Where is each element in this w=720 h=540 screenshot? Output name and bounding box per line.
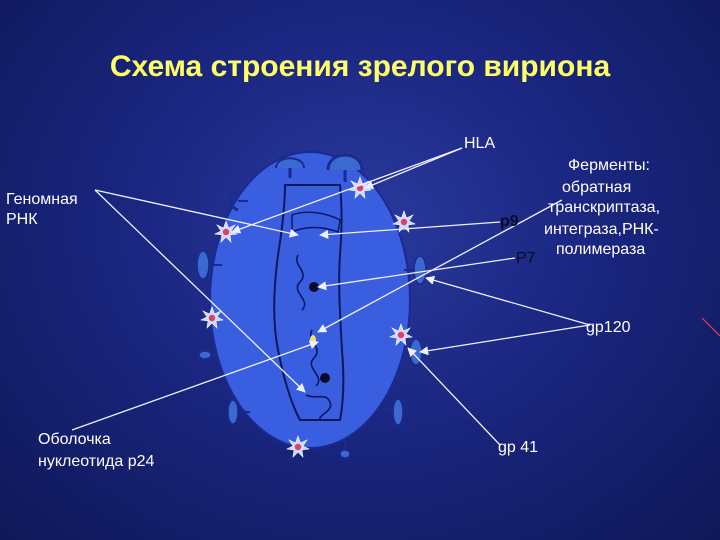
virion-envelope: [209, 151, 411, 449]
hla-spike-center: [326, 153, 364, 182]
hla-spike-left: [275, 157, 305, 178]
gp120-spike-right-1: [404, 255, 427, 285]
gp120-spike-right-3: [384, 398, 404, 426]
arrow-genome-to-rna: [94, 189, 299, 238]
p7-label: P7: [516, 250, 536, 267]
enzymes-label-line4: интеграза,РНК-: [544, 221, 659, 238]
arrow-gp120-upper: [425, 275, 591, 326]
arrow-hla-right: [364, 147, 463, 190]
gp120-spike-left-1: [196, 250, 222, 280]
capsid-outline: [273, 184, 345, 421]
hla-label: HLA: [464, 135, 496, 152]
arrow-hla-left: [231, 147, 463, 234]
p24-particle: [320, 373, 330, 383]
capsid-fold-top: [291, 211, 341, 234]
gp120-spike-right-2: [405, 338, 423, 366]
decor-edge-line: [701, 317, 720, 337]
gp120-spike-left-2: [198, 350, 218, 360]
enzymes-label-line1: Ферменты:: [568, 157, 650, 174]
rna-strand-top: [295, 254, 306, 311]
p7-particle: [309, 282, 319, 292]
arrow-p9: [319, 221, 501, 239]
arrow-gp120-lower: [419, 324, 591, 356]
enzymes-label-line3: транскриптаза,: [548, 199, 661, 216]
rna-strand-bottom: [305, 394, 332, 421]
gp41-spike-bottom: [339, 440, 351, 459]
hla-spike-side: [229, 190, 248, 212]
shell-label-line1: Оболочка: [38, 431, 111, 448]
shell-label-line2: нуклеотида р24: [38, 453, 155, 470]
arrow-genome-to-capsid: [94, 189, 306, 393]
enzymes-label-line5: полимераза: [556, 241, 646, 258]
p9-label: p9: [500, 213, 519, 230]
genome-label-line1: Геномная: [6, 191, 78, 208]
gp41-label: gp 41: [498, 439, 539, 456]
arrow-p7: [317, 257, 516, 291]
arrow-gp41: [407, 347, 501, 446]
gp120-spike-lower-left: [227, 399, 250, 425]
enzymes-label-line2: обратная: [562, 179, 632, 196]
slide-title: Схема строения зрелого вириона: [109, 50, 611, 83]
gp120-label: gp120: [586, 319, 631, 336]
arrow-enzymes: [317, 199, 563, 333]
arrow-shell: [71, 340, 319, 431]
genome-label-line2: РНК: [6, 211, 38, 228]
